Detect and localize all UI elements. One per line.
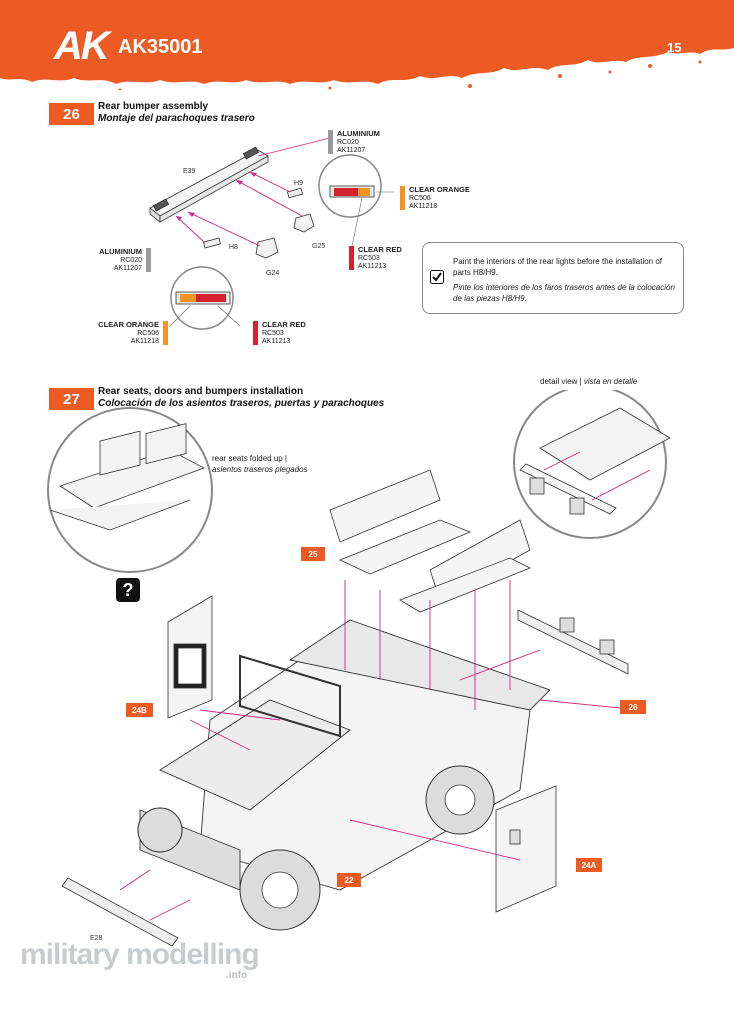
- question-mark-icon: ?: [116, 578, 140, 602]
- h8-part: [203, 237, 221, 249]
- watermark: military modelling: [20, 938, 260, 971]
- tag-22: 22: [337, 873, 361, 887]
- tag-24b: 24B: [126, 703, 153, 717]
- step-26-badge: 26: [49, 103, 94, 125]
- aluminium-left-color-bar: [146, 248, 151, 272]
- rear-bumper-assembly-diagram: [149, 137, 394, 330]
- h9-part: [286, 187, 304, 199]
- part-h8-label: H8: [229, 244, 238, 251]
- part-g25-label: G25: [312, 243, 326, 250]
- step-27-title-en: Rear seats, doors and bumpers installati…: [98, 386, 304, 397]
- step-26-title-es: Montaje del parachoques trasero: [98, 113, 255, 124]
- step-27-title: Rear seats, doors and bumpers installati…: [98, 386, 384, 410]
- part-e39-label: E39: [183, 168, 196, 175]
- aluminium-top-callout: ALUMINIUM RC020 AK11207: [337, 129, 380, 155]
- paint-note-text: Paint the interiors of the rear lights b…: [453, 256, 675, 304]
- watermark-sub: .info: [226, 970, 248, 981]
- step-27-title-es: Colocación de los asientos traseros, pue…: [98, 398, 385, 409]
- g24-part: [255, 237, 279, 259]
- paint-note-box: [422, 242, 684, 314]
- clear-orange-left-color-bar: [163, 321, 168, 345]
- part-g24-label: G24: [266, 270, 280, 277]
- header-banner: [0, 0, 734, 90]
- tag-26: 26: [620, 700, 646, 714]
- clear-red-left-color-bar: [253, 321, 258, 345]
- step-27-badge: 27: [49, 388, 94, 410]
- clear-red-right-color-bar: [349, 246, 354, 270]
- aluminium-top-color-bar: [328, 130, 333, 154]
- step-26-title: Rear bumper assembly Montaje del paracho…: [98, 101, 255, 125]
- g25-part: [293, 213, 315, 233]
- ak-logo: AK: [54, 24, 110, 68]
- aluminium-left-callout: ALUMINIUM RC020 AK11207: [99, 247, 142, 273]
- product-code: AK35001: [118, 36, 203, 58]
- bumper-e39-part: [149, 146, 269, 223]
- page-number: 15: [667, 40, 682, 55]
- part-h9-label: H9: [294, 180, 303, 187]
- brush-check-icon: [430, 270, 444, 284]
- clear-red-left-callout: CLEAR RED RC503 AK11213: [262, 320, 306, 346]
- clear-orange-right-callout: CLEAR ORANGE RC506 AK11218: [409, 185, 470, 211]
- step-27-assembly-diagram: [47, 390, 671, 947]
- seats-folded-caption: rear seats folded up | asientos traseros…: [212, 454, 308, 474]
- clear-red-right-callout: CLEAR RED RC503 AK11213: [358, 245, 402, 271]
- step-26-title-en: Rear bumper assembly: [98, 101, 209, 112]
- tag-25: 25: [301, 547, 325, 561]
- part-e28-label: E28: [90, 935, 103, 942]
- tag-24a: 24A: [576, 858, 602, 872]
- clear-orange-left-callout: CLEAR ORANGE RC506 AK11218: [98, 320, 159, 346]
- paint-note-en: Paint the interiors of the rear lights b…: [453, 257, 663, 277]
- clear-orange-right-color-bar: [400, 186, 405, 210]
- paint-note-es: Pinte los interiores de los faros traser…: [453, 283, 675, 303]
- detail-view-caption: detail view | vista en detalle: [540, 377, 638, 386]
